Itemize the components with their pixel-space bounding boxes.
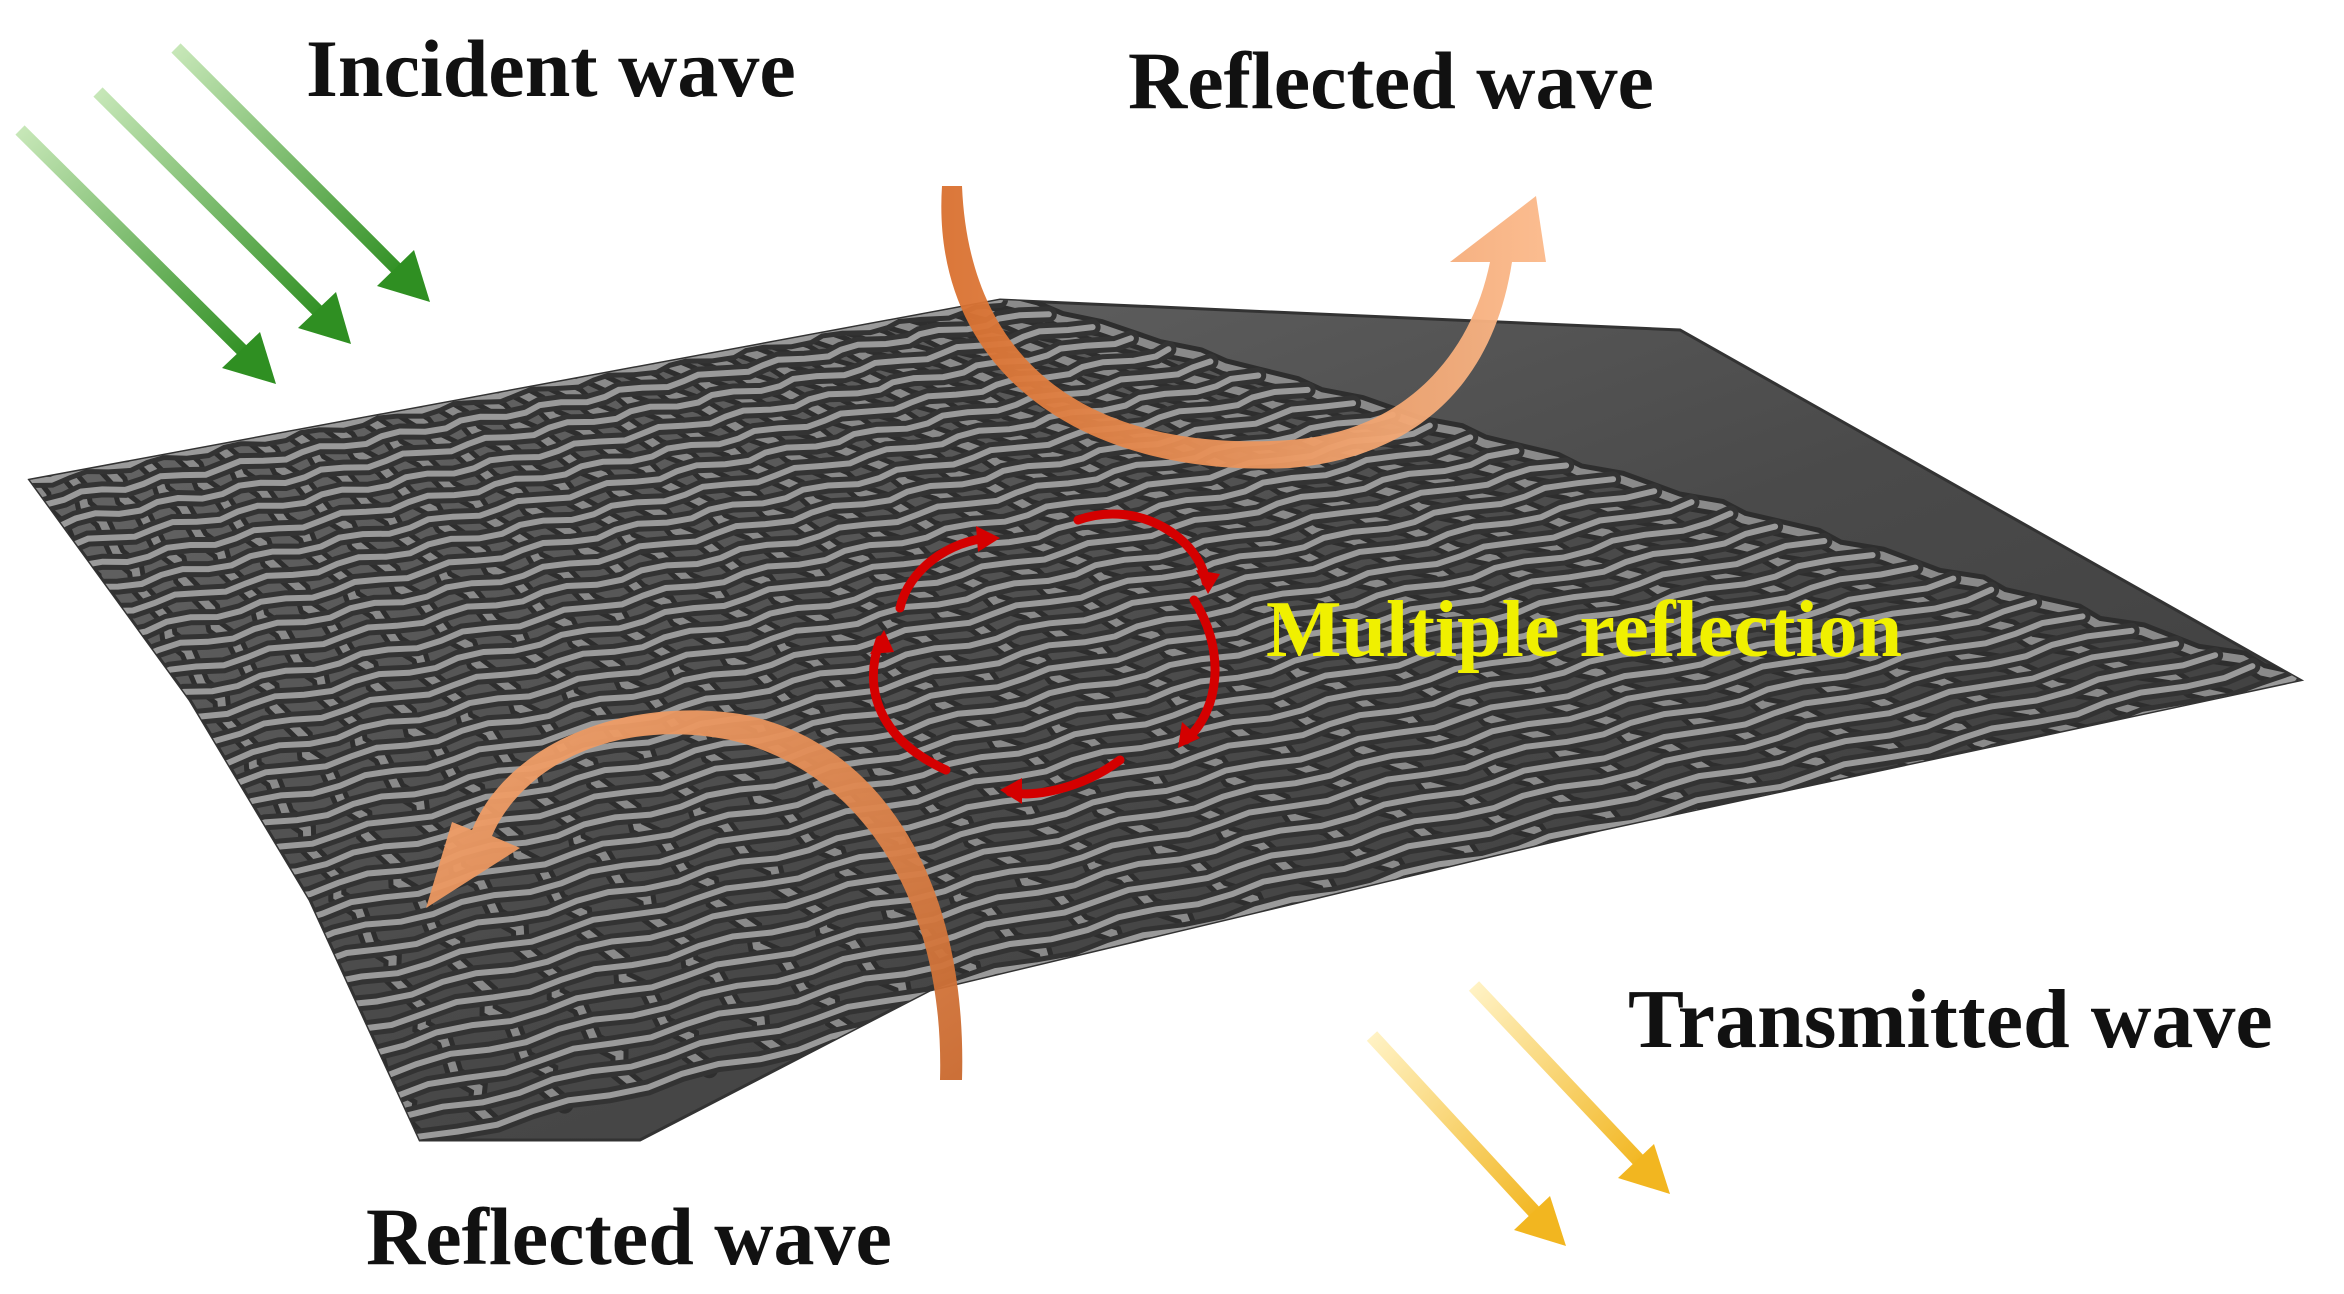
fabric-weft-highlight (274, 538, 1828, 902)
multiple-reflection-label: Multiple reflection (1266, 586, 1903, 674)
fabric-weft-highlight (41, 311, 1052, 508)
fabric-weft-highlight (351, 613, 2086, 1033)
incident-arrow-2 (93, 87, 351, 344)
incident-arrow-3 (171, 43, 430, 302)
fabric-weft-highlight (366, 627, 2135, 1058)
fabric-weft-highlight (324, 586, 1995, 987)
fabric-weft-highlight (168, 434, 1474, 722)
incident-arrow-1 (15, 125, 276, 384)
fabric-weft-highlight (259, 523, 1779, 877)
fabric-weft-highlight (90, 358, 1214, 590)
fabric-weft-highlight (210, 476, 1617, 795)
fabric-weft-highlight (313, 575, 1957, 967)
transmitted-arrow-1 (1366, 1031, 1566, 1246)
fabric-weft-highlight (337, 599, 2038, 1008)
incident-wave-label: Incident wave (306, 23, 796, 114)
fabric-weft-highlight (223, 488, 1658, 816)
fabric-mesh (27, 298, 2305, 1142)
reflected-wave-bottom-label: Reflected wave (366, 1191, 892, 1282)
transmitted-arrows (1366, 981, 1670, 1246)
fabric-weft-highlight (182, 448, 1520, 746)
fabric-weft-highlight (66, 335, 1134, 550)
transmitted-wave-label: Transmitted wave (1628, 973, 2273, 1066)
fabric-weft-highlight (54, 324, 1096, 530)
fabric-weft-highlight (196, 462, 1570, 771)
fabric-weft-highlight (288, 552, 1876, 926)
fabric-weft-highlight (77, 346, 1172, 569)
fabric-weft-highlight (155, 422, 1433, 702)
fabric-weft-highlight (234, 499, 1695, 834)
transmitted-arrow-2 (1468, 981, 1670, 1194)
reflected-wave-top-label: Reflected wave (1128, 35, 1654, 126)
fabric-weft-highlight (301, 564, 1919, 948)
multiple-reflection-icon (869, 509, 1220, 804)
fabric-weft-highlight (391, 652, 2219, 1100)
fabric-weft-highlight (379, 640, 2180, 1081)
incident-arrows (15, 43, 430, 384)
